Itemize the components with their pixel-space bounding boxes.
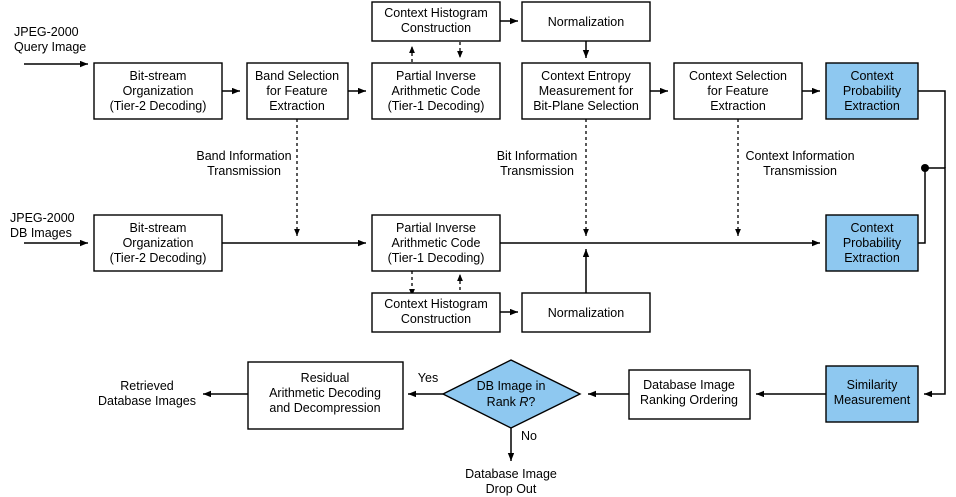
node-query-partial-inverse[interactable]	[371, 62, 501, 120]
line-qctxprob-right	[918, 90, 946, 168]
node-residual-arithmetic-decoding[interactable]	[247, 361, 404, 430]
node-query-ctxprob-line3: Extraction	[844, 99, 900, 113]
node-residual-line2: Arithmetic Decoding	[269, 386, 381, 400]
node-residual-line1: Residual	[301, 371, 350, 385]
node-ranking-line2: Ranking Ordering	[640, 393, 738, 407]
label-context-transmission-line2: Transmission	[763, 164, 837, 178]
node-db-normalization[interactable]	[521, 292, 651, 333]
node-query-context-histogram[interactable]	[371, 1, 501, 42]
node-band-selection-line1: Band Selection	[255, 69, 339, 83]
query-input-label-line1: JPEG-2000	[14, 25, 79, 39]
node-query-bitstream-line1: Bit-stream	[130, 69, 187, 83]
decision-line2-suffix: ?	[528, 395, 535, 409]
decision-yes-label: Yes	[418, 371, 438, 385]
node-db-partial-inverse-line1: Partial Inverse	[396, 221, 476, 235]
decision-line2-prefix: Rank	[487, 395, 520, 409]
node-query-partial-inverse-line1: Partial Inverse	[396, 69, 476, 83]
node-query-ctxprob-line1: Context	[850, 69, 894, 83]
label-context-transmission-line1: Context Information	[745, 149, 854, 163]
node-query-bitstream-line3: (Tier-2 Decoding)	[110, 99, 207, 113]
node-similarity-line2: Measurement	[834, 393, 911, 407]
dropout-label-line1: Database Image	[465, 467, 557, 481]
node-query-normalization-line1: Normalization	[548, 15, 624, 29]
node-query-partial-inverse-line2: Arithmetic Code	[392, 84, 481, 98]
retrieved-label-line1: Retrieved	[120, 379, 174, 393]
node-band-selection-line3: Extraction	[269, 99, 325, 113]
decision-db-image-in-rank[interactable]	[441, 359, 582, 429]
node-context-entropy-measurement[interactable]	[521, 62, 651, 120]
node-query-normalization[interactable]	[521, 1, 651, 42]
node-db-partial-inverse-line2: Arithmetic Code	[392, 236, 481, 250]
node-context-entropy-line1: Context Entropy	[541, 69, 631, 83]
node-db-ctxprob-line1: Context	[850, 221, 894, 235]
label-band-transmission-line1: Band Information	[196, 149, 291, 163]
query-input-label-line2: Query Image	[14, 40, 86, 54]
node-context-selection-line1: Context Selection	[689, 69, 787, 83]
decision-line1: DB Image in	[477, 379, 546, 393]
node-query-context-histogram-line1: Context Histogram	[384, 6, 488, 20]
decision-line2: Rank R?	[487, 395, 536, 409]
decision-rank-variable: R	[519, 395, 528, 409]
node-context-entropy-line2: Measurement for	[539, 84, 633, 98]
node-query-partial-inverse-line3: (Tier-1 Decoding)	[388, 99, 485, 113]
node-db-context-histogram[interactable]	[371, 292, 501, 333]
node-db-bitstream-organization[interactable]	[93, 214, 223, 272]
label-band-transmission-line2: Transmission	[207, 164, 281, 178]
node-db-bitstream-line2: Organization	[123, 236, 194, 250]
node-context-entropy-line3: Bit-Plane Selection	[533, 99, 639, 113]
line-dbctxprob-right	[918, 168, 926, 244]
node-ranking-line1: Database Image	[643, 378, 735, 392]
node-db-ctxprob-line3: Extraction	[844, 251, 900, 265]
node-db-partial-inverse[interactable]	[371, 214, 501, 272]
node-context-selection[interactable]	[673, 62, 803, 120]
label-bit-transmission-line2: Transmission	[500, 164, 574, 178]
node-db-context-histogram-line2: Construction	[401, 312, 471, 326]
node-db-bitstream-line3: (Tier-2 Decoding)	[110, 251, 207, 265]
node-query-ctxprob-line2: Probability	[843, 84, 902, 98]
node-db-context-histogram-line1: Context Histogram	[384, 297, 488, 311]
dropout-label-line2: Drop Out	[486, 482, 537, 496]
node-db-bitstream-line1: Bit-stream	[130, 221, 187, 235]
node-query-context-histogram-line2: Construction	[401, 21, 471, 35]
db-input-label-line1: JPEG-2000	[10, 211, 75, 225]
label-bit-transmission-line1: Bit Information	[497, 149, 578, 163]
node-context-selection-line3: Extraction	[710, 99, 766, 113]
db-input-label-line2: DB Images	[10, 226, 72, 240]
node-residual-line3: and Decompression	[269, 401, 380, 415]
node-context-selection-line2: for Feature	[707, 84, 768, 98]
node-db-partial-inverse-line3: (Tier-1 Decoding)	[388, 251, 485, 265]
decision-no-label: No	[521, 429, 537, 443]
node-db-ctxprob-line2: Probability	[843, 236, 902, 250]
retrieved-label-line2: Database Images	[98, 394, 196, 408]
node-similarity-measurement[interactable]	[825, 365, 919, 423]
node-query-context-probability-extraction[interactable]	[825, 62, 919, 120]
node-db-normalization-line1: Normalization	[548, 306, 624, 320]
node-similarity-line1: Similarity	[847, 378, 898, 392]
node-band-selection-line2: for Feature	[266, 84, 327, 98]
node-db-context-probability-extraction[interactable]	[825, 214, 919, 272]
node-band-selection[interactable]	[246, 62, 349, 120]
arrow-to-similarity-measurement	[924, 167, 946, 398]
node-query-bitstream-line2: Organization	[123, 84, 194, 98]
